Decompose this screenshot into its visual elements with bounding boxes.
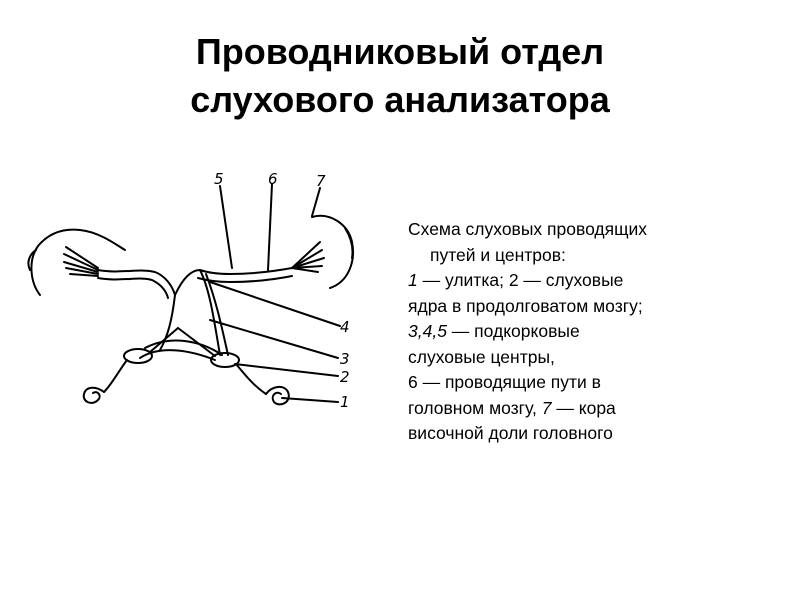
crossing-fibre-b <box>144 339 223 356</box>
caption-line-5-text: — подкорковые <box>446 321 580 341</box>
caption-number-7: 7 <box>541 397 552 418</box>
caption-line-4: ядра в продолговатом мозгу; <box>408 295 643 316</box>
right-descending-tract-inner <box>205 273 229 356</box>
leader-line-1 <box>281 397 339 403</box>
caption-number-1: 1 <box>408 270 418 290</box>
label-6: 6 <box>268 170 278 188</box>
caption-line-5: 3,4,5 — подкорковые <box>408 319 748 345</box>
label-4: 4 <box>340 318 350 336</box>
caption-line-8-tail: — кора <box>551 397 616 418</box>
slide-title: Проводниковый отдел слухового анализатор… <box>0 28 800 124</box>
caption-line-8-text: головном мозгу, <box>408 397 542 418</box>
caption-line-3-text: — улитка; 2 — слуховые <box>417 270 624 290</box>
label-2: 2 <box>340 368 350 386</box>
right-cochlea <box>265 386 290 406</box>
label-1: 1 <box>340 393 350 411</box>
left-cortex-fibres <box>63 246 99 277</box>
left-cortex-outline <box>30 228 126 296</box>
caption-number-345: 3,4,5 <box>408 321 447 341</box>
left-cortex-edge <box>27 249 37 271</box>
left-radiation-inner <box>97 277 169 299</box>
right-cortex-edge <box>344 227 354 259</box>
left-cochlear-nerve <box>103 359 128 393</box>
caption-line-6: слуховые центры, <box>408 346 555 367</box>
right-auditory-nucleus <box>210 352 240 368</box>
leader-line-4 <box>209 281 341 327</box>
leader-line-2 <box>234 363 339 377</box>
auditory-pathway-diagram: 5 6 7 4 3 2 1 <box>27 170 354 411</box>
left-cochlea <box>82 386 105 404</box>
right-cortex-fibres <box>291 241 325 273</box>
midline-connection <box>174 269 201 296</box>
left-descending-tract <box>159 294 176 351</box>
left-radiation <box>97 269 176 296</box>
caption-line-2: путей и центров: <box>430 244 566 265</box>
slide-title-line-2: слухового анализатора <box>190 79 610 120</box>
label-5: 5 <box>214 170 224 188</box>
right-radiation-inner <box>197 275 293 283</box>
crossing-fibre-a <box>139 349 216 361</box>
crossing-fibre-d <box>177 327 216 357</box>
label-7: 7 <box>316 172 326 190</box>
right-cochlear-nerve <box>235 363 267 395</box>
right-descending-tract <box>199 269 221 356</box>
right-radiation <box>199 267 293 275</box>
caption-line-8: головном мозгу, 7 — кора <box>408 396 748 422</box>
leader-line-6 <box>267 183 273 271</box>
leader-line-7 <box>311 187 321 217</box>
caption-line-7: 6 — проводящие пути в <box>408 372 601 392</box>
label-3: 3 <box>340 350 350 368</box>
left-auditory-nucleus <box>123 348 153 364</box>
leader-line-5 <box>219 185 233 269</box>
caption-line-1: Схема слуховых проводящих <box>408 219 648 239</box>
crossing-fibre-c <box>149 327 179 353</box>
slide-title-line-1: Проводниковый отдел <box>195 31 605 72</box>
caption-line-9: височной доли головного <box>408 423 613 443</box>
leader-line-3 <box>209 319 339 359</box>
caption-line-3: 1 — улитка; 2 — слуховые <box>408 268 748 294</box>
diagram-caption: Схема слуховых проводящих путей и центро… <box>408 217 748 447</box>
